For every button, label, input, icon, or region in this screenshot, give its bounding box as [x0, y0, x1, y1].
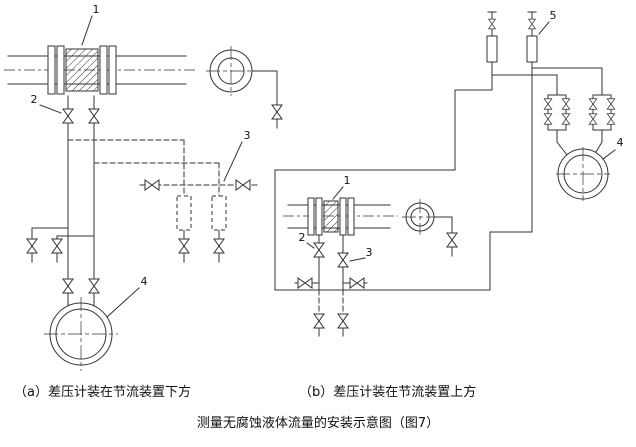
- caption-b: （b）差压计装在节流装置上方: [299, 385, 477, 400]
- drain-stubs-b: [318, 327, 344, 337]
- drain-valve-icon: [297, 277, 313, 289]
- manifold-valve-icon: [588, 98, 598, 110]
- alternate-dashed-lines-a: [67, 139, 259, 197]
- chamber-drains-a: [183, 229, 220, 263]
- orifice-assembly-a: [47, 45, 117, 95]
- manifold-valve-icon: [543, 113, 553, 125]
- drain-valve-icon: [337, 313, 349, 329]
- pipe-cross-section-a: [206, 46, 283, 129]
- root-valve-icon: [88, 108, 100, 124]
- pot-vent-lines: [487, 11, 537, 37]
- dp-gauge-b: [556, 147, 610, 201]
- caption-a: （a）差压计装在节流装置下方: [14, 385, 191, 400]
- pipe-walls-b: [287, 204, 391, 229]
- labels-b: 1 2 3 4 5: [299, 9, 624, 262]
- manifold-valve-icon: [561, 98, 571, 110]
- label-b-valve-right: 3: [366, 246, 373, 259]
- manifold-valve-icon: [606, 98, 616, 110]
- shutoff-valve-icon: [88, 278, 100, 294]
- root-valve-icon: [62, 108, 74, 124]
- figure-title: 测量无腐蚀液体流量的安装示意图（图7）: [196, 416, 440, 431]
- pipe-cross-section-b: [402, 199, 458, 257]
- drain-valve-icon: [178, 238, 190, 254]
- label-a-orifice: 1: [93, 3, 100, 16]
- label-b-valve-left: 2: [299, 231, 306, 244]
- labels-a: 1 2 3 4: [31, 3, 251, 318]
- impulse-routing-b: [274, 61, 533, 291]
- dp-gauge-a: [44, 297, 118, 371]
- equalizing-valve-icon: [235, 179, 251, 191]
- orifice-assembly-b: [307, 197, 355, 236]
- pot-vent-valve-icon: [528, 18, 536, 30]
- vent-valve-icon: [271, 104, 283, 120]
- diagram-a: 1 2 3 4: [4, 3, 283, 371]
- label-b-gauge: 4: [617, 136, 624, 149]
- shutoff-valve-icon: [62, 278, 74, 294]
- root-valve-icon: [313, 242, 325, 258]
- manifold-valve-icon: [588, 113, 598, 125]
- label-a-manifold: 3: [244, 129, 251, 142]
- vent-valve-icon: [446, 232, 458, 248]
- drain-valve-icon: [26, 238, 38, 254]
- label-b-orifice: 1: [344, 174, 351, 187]
- gauge-supply-lines-b: [491, 67, 603, 96]
- orifice-plate-icon: [65, 48, 99, 92]
- condensate-pot-icon: [486, 35, 498, 63]
- impulse-lines-a: [67, 95, 95, 307]
- drain-valve-icon: [349, 277, 365, 289]
- label-b-pots: 5: [550, 9, 557, 22]
- tap-lines-b: [294, 234, 368, 291]
- dashed-chamber-icon: [211, 195, 227, 231]
- drain-dashed-b: [318, 289, 344, 316]
- piping-diagram-canvas: 1 2 3 4: [4, 3, 624, 371]
- pot-vent-valve-icon: [488, 18, 496, 30]
- manifold-valve-icon: [543, 98, 553, 110]
- manifold-valve-icon: [561, 113, 571, 125]
- condensate-pot-icon: [526, 35, 538, 63]
- diagram-b: 1 2 3 4 5: [274, 9, 624, 337]
- drain-valve-icon: [313, 313, 325, 329]
- drain-valve-icon: [213, 238, 225, 254]
- dashed-chamber-icon: [176, 195, 192, 231]
- orifice-plate-icon: [323, 200, 339, 233]
- manifold-valve-icon: [606, 113, 616, 125]
- label-a-gauge: 4: [141, 275, 148, 288]
- drain-valve-icon: [51, 238, 63, 254]
- root-valve-icon: [337, 252, 349, 268]
- drain-branches-a: [31, 227, 95, 263]
- equalizing-valve-icon: [144, 179, 160, 191]
- valve-cluster-lines-b: [547, 94, 612, 156]
- label-a-valves: 2: [31, 93, 38, 106]
